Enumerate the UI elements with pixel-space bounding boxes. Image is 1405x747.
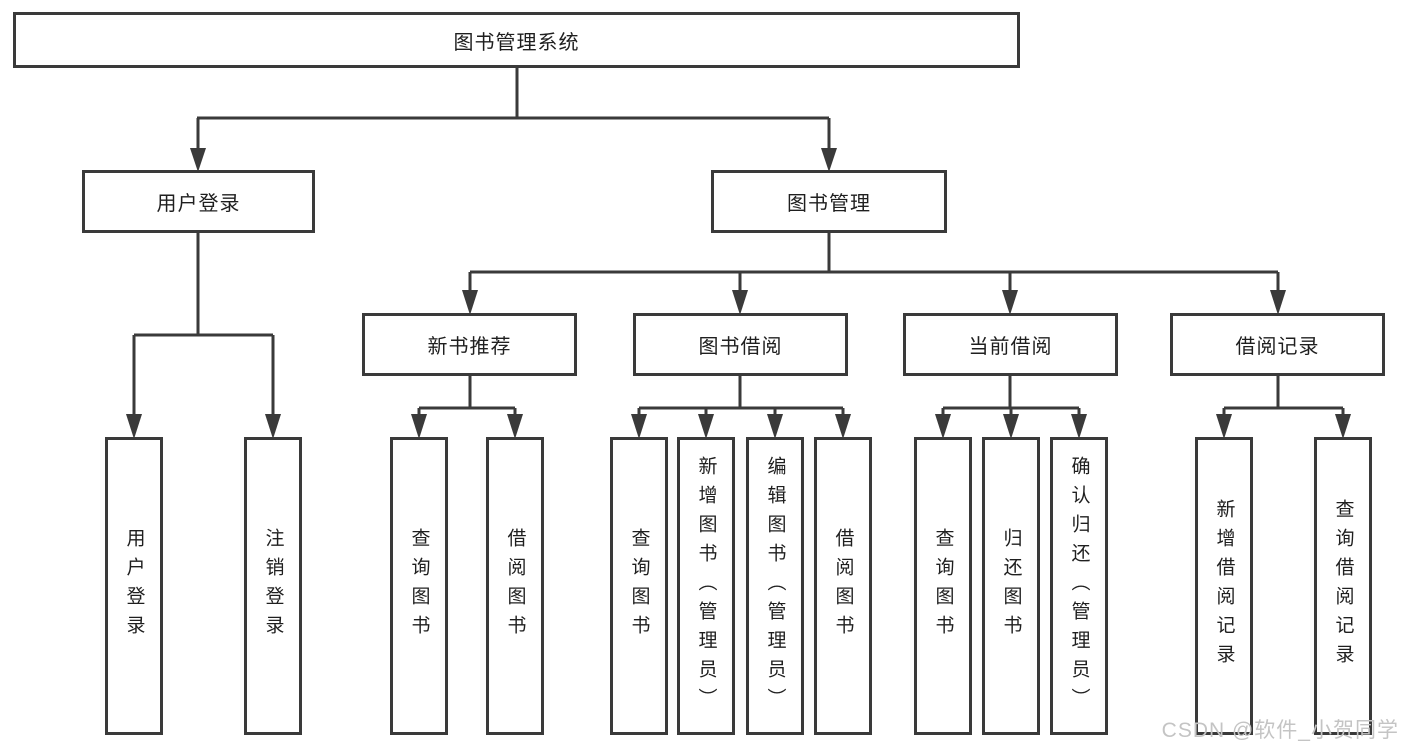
leaf-edit-books-admin-label: 编辑图书（管理员） xyxy=(764,455,786,717)
leaf-confirm-return-admin-label: 确认归还（管理员） xyxy=(1068,455,1090,717)
leaf-query-books-borrowing: 查询图书 xyxy=(610,437,668,735)
leaf-add-borrow-record: 新增借阅记录 xyxy=(1195,437,1253,735)
node-book-borrowing: 图书借阅 xyxy=(633,313,848,376)
arrowheads xyxy=(126,148,1351,439)
leaf-borrow-books-label: 借阅图书 xyxy=(832,528,854,644)
node-current-borrowing: 当前借阅 xyxy=(903,313,1118,376)
node-current-borrowing-label: 当前借阅 xyxy=(968,336,1053,358)
leaf-edit-books-admin: 编辑图书（管理员） xyxy=(746,437,804,735)
node-user-login: 用户登录 xyxy=(82,170,315,233)
node-new-book-recommend: 新书推荐 xyxy=(362,313,577,376)
node-user-login-label: 用户登录 xyxy=(156,193,241,215)
node-borrowing-records-label: 借阅记录 xyxy=(1235,336,1320,358)
node-library-system: 图书管理系统 xyxy=(13,12,1020,68)
node-borrowing-records: 借阅记录 xyxy=(1170,313,1385,376)
leaf-query-books-borrowing-label: 查询图书 xyxy=(628,528,650,644)
node-library-system-label: 图书管理系统 xyxy=(453,31,580,54)
leaf-return-books-label: 归还图书 xyxy=(1000,528,1022,644)
node-book-management-label: 图书管理 xyxy=(787,193,871,215)
leaf-query-borrow-record: 查询借阅记录 xyxy=(1314,437,1372,735)
leaf-logout-label: 注销登录 xyxy=(262,528,284,644)
leaf-user-login: 用户登录 xyxy=(105,437,163,735)
node-book-borrowing-label: 图书借阅 xyxy=(698,336,783,358)
connector-paths xyxy=(132,68,1345,416)
leaf-query-books-recommend: 查询图书 xyxy=(390,437,448,735)
leaf-add-borrow-record-label: 新增借阅记录 xyxy=(1213,499,1235,673)
leaf-logout: 注销登录 xyxy=(244,437,302,735)
leaf-borrow-books-recommend-label: 借阅图书 xyxy=(504,528,526,644)
leaf-return-books: 归还图书 xyxy=(982,437,1040,735)
leaf-query-books-current-label: 查询图书 xyxy=(932,528,954,644)
node-new-book-recommend-label: 新书推荐 xyxy=(427,336,512,358)
leaf-borrow-books: 借阅图书 xyxy=(814,437,872,735)
leaf-query-books-current: 查询图书 xyxy=(914,437,972,735)
leaf-add-books-admin: 新增图书（管理员） xyxy=(677,437,735,735)
leaf-confirm-return-admin: 确认归还（管理员） xyxy=(1050,437,1108,735)
leaf-query-borrow-record-label: 查询借阅记录 xyxy=(1332,499,1354,673)
csdn-watermark: CSDN @软件_小贺同学 xyxy=(1161,719,1399,742)
node-book-management: 图书管理 xyxy=(711,170,947,233)
leaf-add-books-admin-label: 新增图书（管理员） xyxy=(695,455,717,717)
leaf-borrow-books-recommend: 借阅图书 xyxy=(486,437,544,735)
leaf-query-books-recommend-label: 查询图书 xyxy=(408,528,430,644)
leaf-user-login-label: 用户登录 xyxy=(123,528,145,644)
